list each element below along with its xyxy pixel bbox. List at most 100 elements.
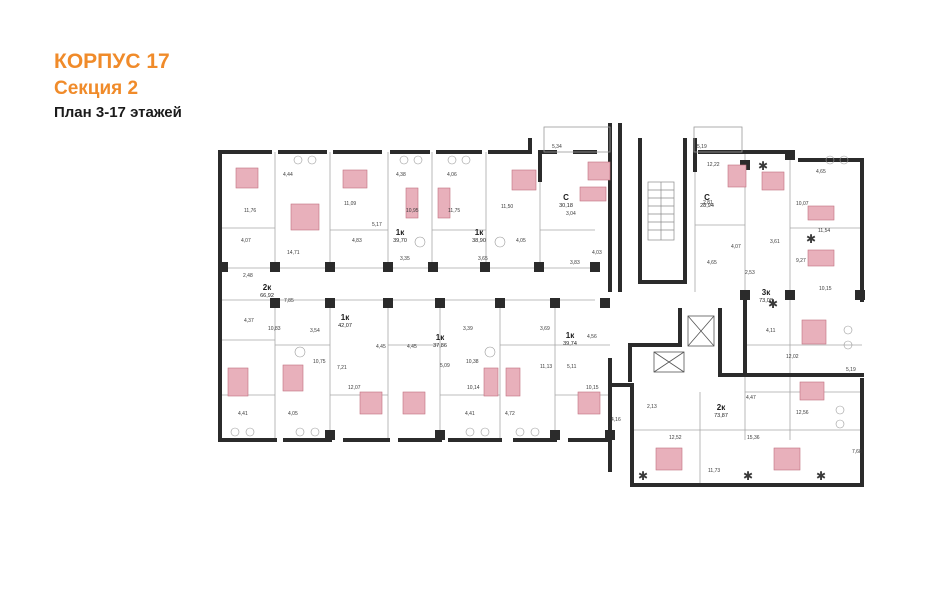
partition-lines bbox=[220, 152, 862, 485]
room-area-label: 4,38 bbox=[396, 172, 406, 178]
room-area-label: 4,65 bbox=[816, 169, 826, 175]
room-area-label: 4,41 bbox=[465, 411, 475, 417]
svg-text:✱: ✱ bbox=[816, 469, 826, 483]
room-area-label: 11,73 bbox=[708, 468, 720, 474]
room-area-label: 10,38 bbox=[466, 359, 479, 365]
room-area-label: 7,68 bbox=[852, 449, 862, 455]
apartment-area-label: 73,08 bbox=[759, 298, 773, 304]
room-area-label: 3,69 bbox=[540, 326, 550, 332]
apartment-type-label: 1к bbox=[341, 313, 350, 322]
furniture-details bbox=[230, 155, 853, 437]
room-area-label: 12,07 bbox=[348, 385, 361, 391]
room-area-label: 4,41 bbox=[238, 411, 248, 417]
room-area-label: 15,36 bbox=[747, 435, 760, 441]
svg-text:✱: ✱ bbox=[638, 469, 648, 483]
room-area-label: 3,65 bbox=[478, 256, 488, 262]
room-area-label: 4,45 bbox=[407, 344, 417, 350]
plant-icons: ✱ ✱ ✱ ✱ ✱ ✱ bbox=[638, 159, 826, 483]
room-area-label: 3,35 bbox=[400, 256, 410, 262]
room-area-label: 4,72 bbox=[505, 411, 515, 417]
room-area-label: 11,75 bbox=[448, 208, 460, 214]
furniture-beds bbox=[227, 161, 835, 471]
room-area-label: 3,61 bbox=[770, 239, 780, 245]
apartment-area-label: 42,07 bbox=[338, 323, 352, 329]
room-area-label: 10,14 bbox=[467, 385, 480, 391]
room-area-label: 14,71 bbox=[287, 250, 300, 256]
room-area-label: 2,13 bbox=[647, 404, 657, 410]
apartment-type-label: С bbox=[704, 193, 710, 202]
apartment-area-label: 39,74 bbox=[563, 341, 577, 347]
apartment-type-label: 2к bbox=[717, 403, 726, 412]
room-area-label: 2,53 bbox=[745, 270, 755, 276]
apartment-area-label: 73,87 bbox=[714, 413, 728, 419]
apartment-area-label: 39,70 bbox=[393, 238, 407, 244]
apartment-area-label: 37,86 bbox=[433, 343, 447, 349]
room-area-label: 4,16 bbox=[611, 417, 621, 423]
elevator-shafts bbox=[653, 315, 715, 373]
room-area-label: 11,13 bbox=[540, 364, 552, 370]
room-area-label: 4,05 bbox=[516, 238, 526, 244]
room-area-label: 12,02 bbox=[786, 354, 799, 360]
title-block: КОРПУС 17 Секция 2 План 3-17 этажей bbox=[54, 48, 182, 124]
room-area-label: 11,09 bbox=[344, 201, 356, 207]
room-area-label: 2,81 bbox=[703, 200, 713, 206]
apartment-area-label: 30,18 bbox=[559, 203, 573, 209]
apartment-type-label: 1к bbox=[436, 333, 445, 342]
building-title: КОРПУС 17 bbox=[54, 50, 170, 73]
room-area-label: 3,54 bbox=[310, 328, 320, 334]
room-area-label: 4,07 bbox=[731, 244, 741, 250]
room-area-label: 12,56 bbox=[796, 410, 809, 416]
room-area-label: 4,11 bbox=[766, 328, 776, 334]
room-area-label: 4,06 bbox=[447, 172, 457, 178]
room-area-label: 5,11 bbox=[567, 364, 577, 370]
section-title: Секция 2 bbox=[54, 78, 139, 99]
room-area-label: 9,27 bbox=[796, 258, 806, 264]
svg-text:✱: ✱ bbox=[768, 297, 778, 311]
room-area-label: 11,76 bbox=[244, 208, 256, 214]
apartment-type-label: 1к bbox=[566, 331, 575, 340]
floors-subtitle: План 3-17 этажей bbox=[54, 104, 182, 121]
room-area-label: 4,45 bbox=[376, 344, 386, 350]
svg-text:✱: ✱ bbox=[758, 159, 768, 173]
room-area-label: 4,47 bbox=[746, 395, 756, 401]
balconies bbox=[543, 126, 743, 153]
svg-text:✱: ✱ bbox=[806, 232, 816, 246]
room-area-label: 5,09 bbox=[440, 363, 450, 369]
room-area-label: 4,83 bbox=[352, 238, 362, 244]
room-area-label: 3,83 bbox=[570, 260, 580, 266]
room-area-label: 4,37 bbox=[244, 318, 254, 324]
room-area-label: 5,19 bbox=[697, 144, 707, 150]
svg-text:✱: ✱ bbox=[743, 469, 753, 483]
room-area-label: 2,48 bbox=[243, 273, 253, 279]
room-area-label: 5,17 bbox=[372, 222, 382, 228]
room-area-label: 4,44 bbox=[283, 172, 293, 178]
room-area-label: 4,03 bbox=[592, 250, 602, 256]
room-area-label: 12,52 bbox=[669, 435, 682, 441]
room-area-label: 10,95 bbox=[406, 208, 419, 214]
room-area-label: 3,04 bbox=[566, 211, 576, 217]
room-area-label: 11,54 bbox=[818, 228, 830, 234]
apartment-type-label: 1к bbox=[475, 228, 484, 237]
room-area-label: 5,19 bbox=[846, 367, 856, 373]
room-area-label: 7,85 bbox=[284, 298, 294, 304]
room-area-label: 11,50 bbox=[501, 204, 513, 210]
stairwell bbox=[647, 181, 675, 241]
apartment-type-label: 1к bbox=[396, 228, 405, 237]
room-area-label: 10,15 bbox=[819, 286, 832, 292]
room-area-label: 12,22 bbox=[707, 162, 720, 168]
room-area-label: 4,07 bbox=[241, 238, 251, 244]
apartment-area-label: 38,90 bbox=[472, 238, 486, 244]
room-area-label: 5,34 bbox=[552, 144, 562, 150]
room-area-label: 4,56 bbox=[587, 334, 597, 340]
room-area-label: 10,83 bbox=[268, 326, 281, 332]
apartment-area-label: 28,94 bbox=[700, 203, 714, 209]
apartment-type-label: 3к bbox=[762, 288, 771, 297]
apartment-labels: 2к66,921к39,701к38,90С30,18С28,943к73,08… bbox=[260, 193, 773, 419]
apartment-type-label: 2к bbox=[263, 283, 272, 292]
room-area-label: 3,39 bbox=[463, 326, 473, 332]
structural-walls bbox=[218, 123, 864, 487]
apartment-type-label: С bbox=[563, 193, 569, 202]
room-area-label: 4,05 bbox=[288, 411, 298, 417]
room-area-label: 7,21 bbox=[337, 365, 347, 371]
